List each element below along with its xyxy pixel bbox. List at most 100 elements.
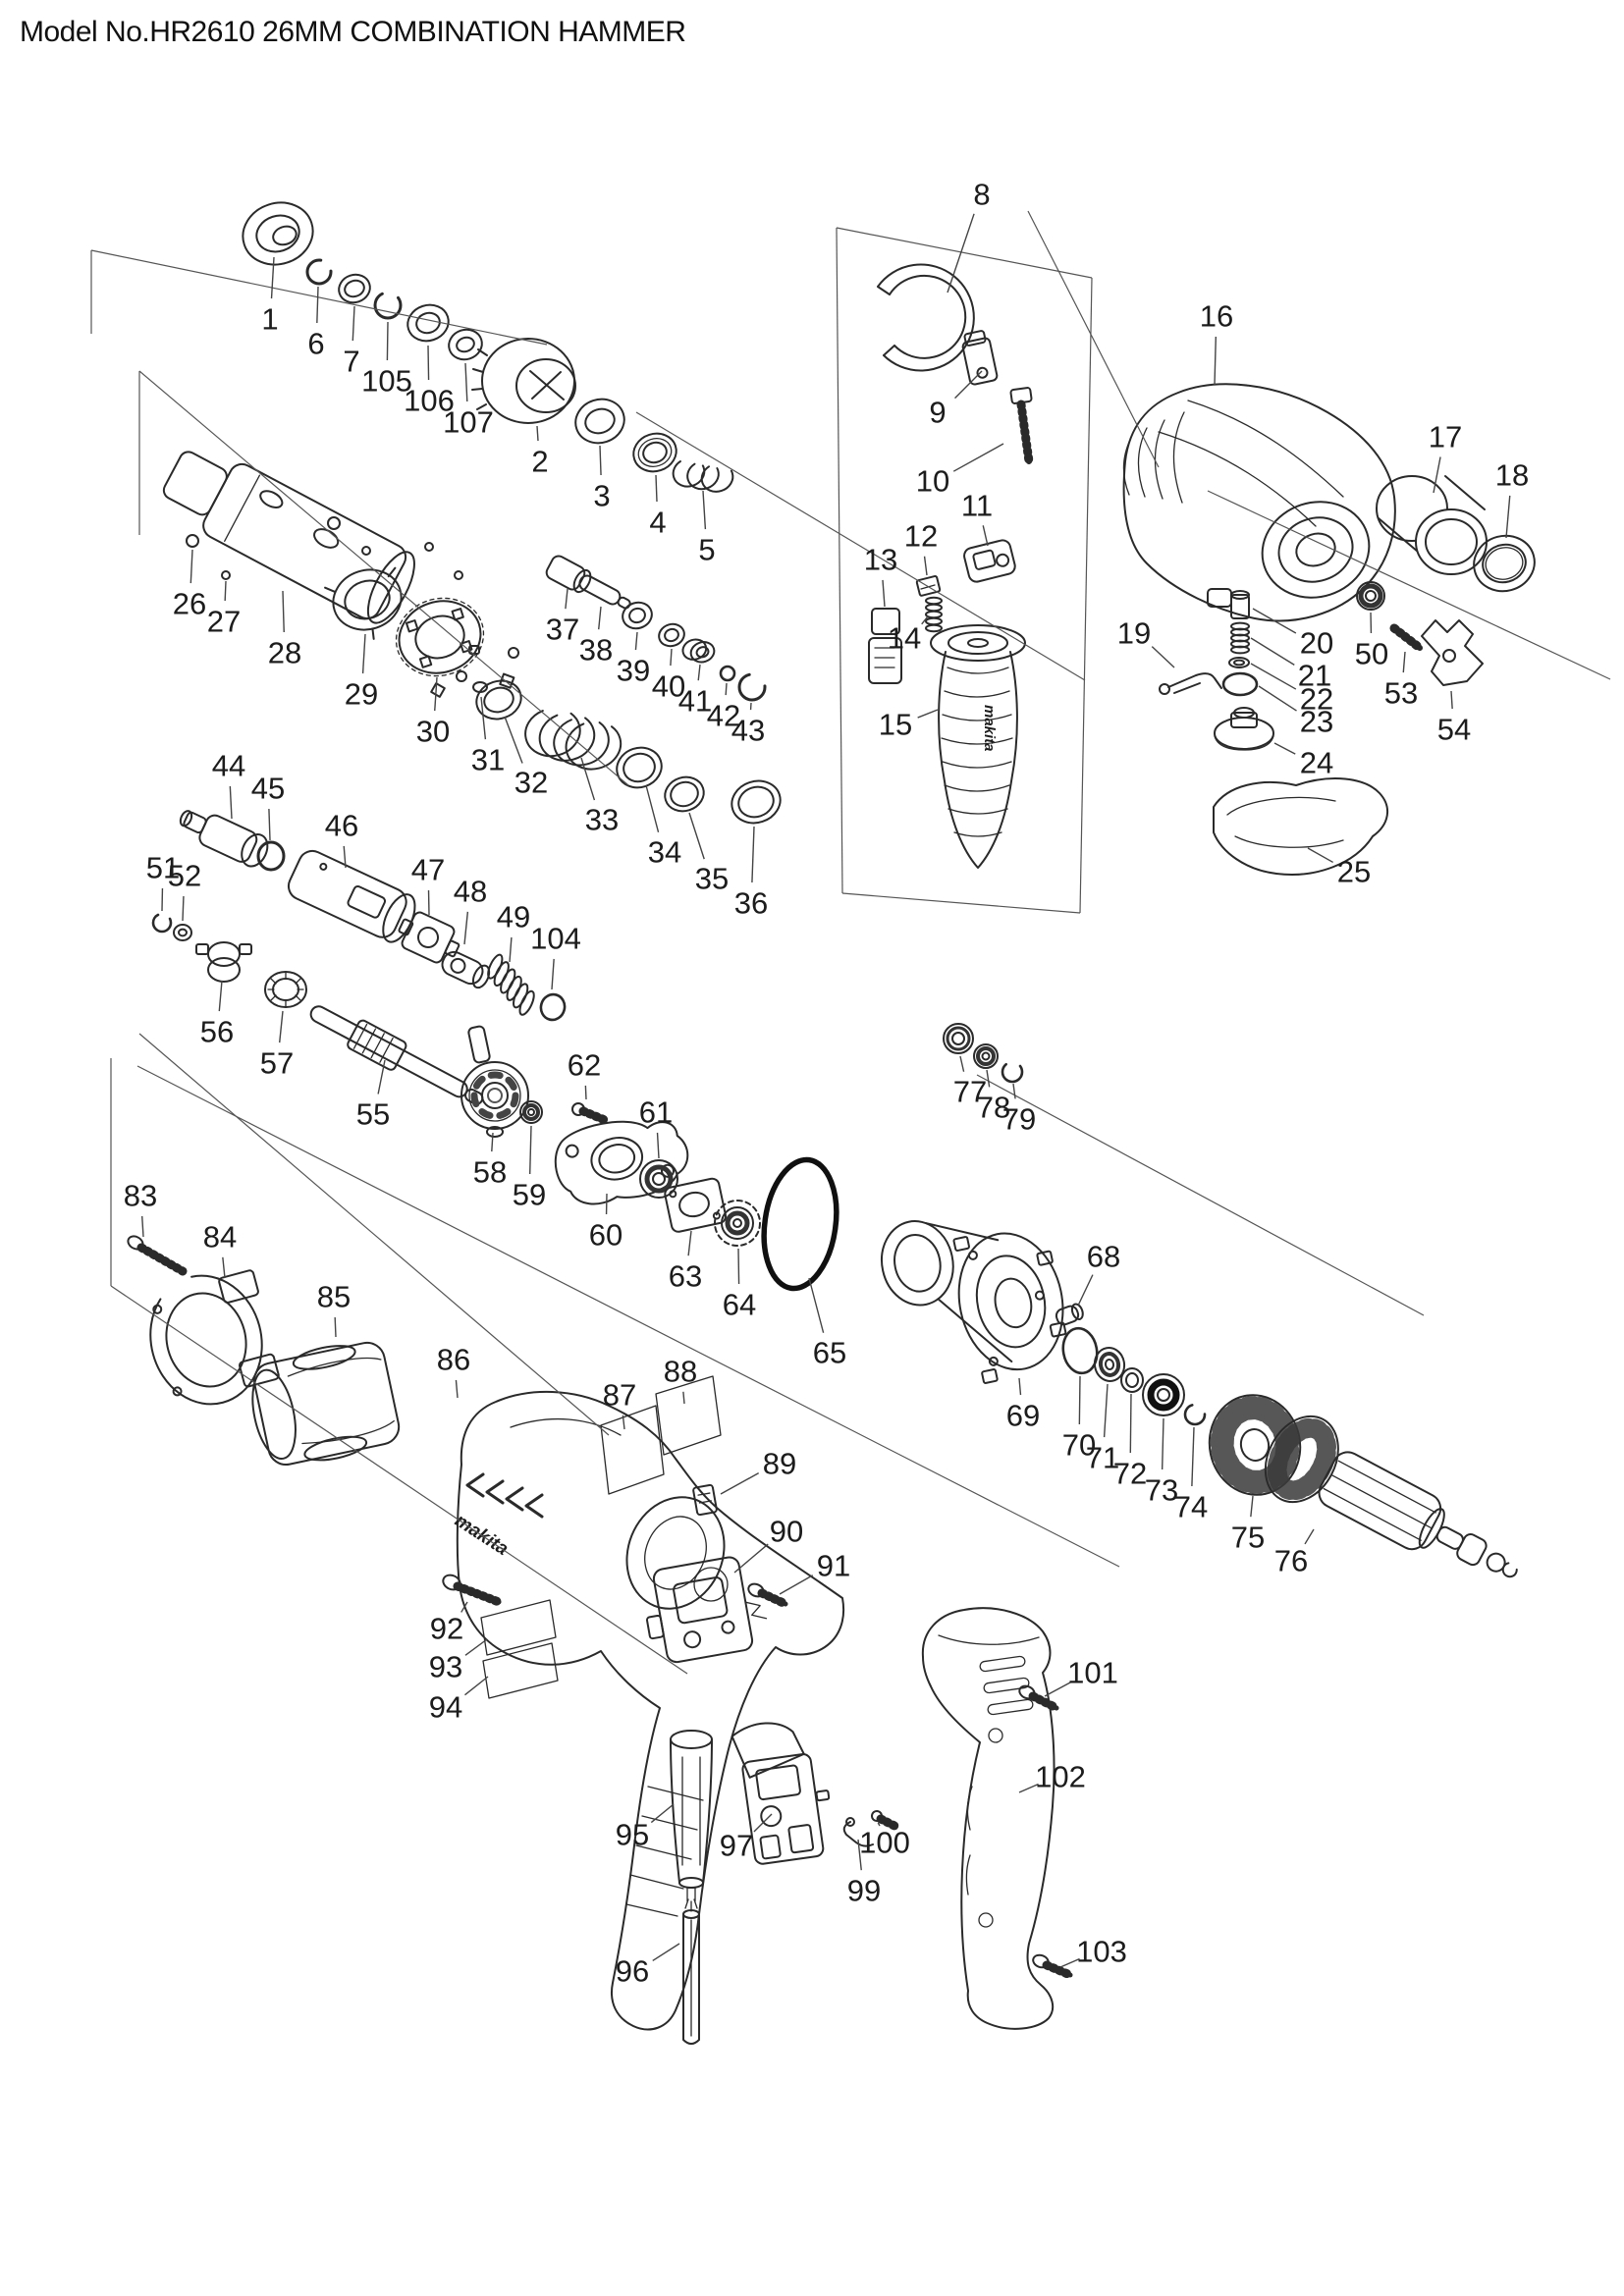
part-art-78 xyxy=(973,1043,999,1069)
page-title: Model No.HR2610 26MM COMBINATION HAMMER xyxy=(20,16,686,48)
leader-line-21 xyxy=(1250,637,1295,666)
part-callout-17: 17 xyxy=(1429,420,1462,494)
part-number-15: 15 xyxy=(879,708,912,742)
part-art-1 xyxy=(242,201,314,266)
part-callout-90: 90 xyxy=(733,1515,803,1574)
part-callout-89: 89 xyxy=(720,1447,796,1495)
boundary-line-13 xyxy=(976,1074,1425,1316)
leader-line-39 xyxy=(634,631,638,651)
part-callout-41: 41 xyxy=(678,664,712,719)
assembly-boundary-lines xyxy=(90,210,1611,1675)
part-art-41 xyxy=(681,638,716,664)
part-number-11: 11 xyxy=(961,489,993,523)
leader-line-31 xyxy=(480,696,487,740)
leader-line-103 xyxy=(1059,1957,1080,1968)
part-number-99: 99 xyxy=(847,1874,881,1908)
leader-line-26 xyxy=(189,549,193,584)
part-art-61 xyxy=(639,1159,678,1199)
part-callout-77: 77 xyxy=(953,1055,987,1109)
leader-line-71 xyxy=(1103,1383,1109,1438)
leader-line-58 xyxy=(491,1132,494,1152)
part-callout-79: 79 xyxy=(1002,1083,1036,1137)
part-art-105 xyxy=(373,291,403,320)
leader-line-42 xyxy=(725,682,728,696)
leader-line-30 xyxy=(434,676,438,712)
part-number-85: 85 xyxy=(317,1280,351,1314)
part-art-44 xyxy=(179,810,269,868)
part-callout-9: 9 xyxy=(929,370,983,430)
part-art-7 xyxy=(338,273,371,304)
leader-line-93 xyxy=(464,1638,488,1656)
part-number-93: 93 xyxy=(429,1650,462,1684)
part-number-84: 84 xyxy=(203,1220,237,1255)
leader-line-94 xyxy=(464,1676,489,1696)
part-art-54 xyxy=(1421,619,1484,686)
part-art-4 xyxy=(632,432,677,473)
leader-line-41 xyxy=(697,664,701,681)
part-number-25: 25 xyxy=(1337,855,1371,889)
part-art-20 xyxy=(1230,590,1250,619)
leader-line-12 xyxy=(923,556,928,576)
leader-line-59 xyxy=(528,1125,532,1175)
part-art-68 xyxy=(1055,1303,1084,1326)
part-number-75: 75 xyxy=(1231,1521,1265,1555)
part-number-17: 17 xyxy=(1429,420,1462,454)
part-number-4: 4 xyxy=(649,506,666,540)
part-art-38 xyxy=(578,574,631,610)
part-number-87: 87 xyxy=(603,1378,636,1413)
leader-line-32 xyxy=(504,716,523,764)
part-number-5: 5 xyxy=(698,533,715,567)
part-art-86: makita xyxy=(451,1390,844,2031)
boundary-line-9 xyxy=(841,892,1081,914)
part-number-62: 62 xyxy=(568,1048,601,1083)
part-callout-99: 99 xyxy=(847,1839,881,1908)
part-number-97: 97 xyxy=(720,1829,753,1863)
leader-line-68 xyxy=(1077,1274,1094,1307)
leader-line-87 xyxy=(622,1415,625,1430)
part-number-107: 107 xyxy=(443,405,494,440)
part-number-64: 64 xyxy=(723,1288,756,1322)
leader-line-49 xyxy=(509,936,513,963)
part-number-41: 41 xyxy=(678,684,712,719)
part-callout-29: 29 xyxy=(345,633,378,712)
part-art-71 xyxy=(1093,1347,1126,1382)
boundary-line-1 xyxy=(90,249,548,346)
part-callout-42: 42 xyxy=(707,682,740,733)
leader-line-55 xyxy=(377,1059,386,1095)
part-callout-59: 59 xyxy=(513,1125,546,1212)
part-callout-49: 49 xyxy=(497,900,530,963)
part-number-12: 12 xyxy=(904,519,938,554)
part-callout-58: 58 xyxy=(473,1132,507,1190)
part-number-8: 8 xyxy=(973,178,990,212)
part-callout-52: 52 xyxy=(168,859,201,922)
part-number-48: 48 xyxy=(454,875,487,909)
part-art-5 xyxy=(672,457,734,493)
diagram-artwork: makita xyxy=(127,201,1536,2045)
part-number-2: 2 xyxy=(531,445,548,479)
boundary-line-6 xyxy=(836,227,1093,279)
leader-line-105 xyxy=(386,321,389,361)
part-callout-32: 32 xyxy=(504,716,548,800)
part-art-40 xyxy=(658,622,685,648)
part-art-27 xyxy=(221,570,231,580)
part-callout-62: 62 xyxy=(568,1048,601,1100)
part-callout-101: 101 xyxy=(1044,1656,1118,1697)
part-number-56: 56 xyxy=(200,1015,234,1049)
part-number-10: 10 xyxy=(916,464,949,499)
leader-line-96 xyxy=(652,1943,680,1962)
part-art-42 xyxy=(719,665,736,682)
part-number-26: 26 xyxy=(173,587,206,621)
part-callout-16: 16 xyxy=(1200,299,1233,386)
part-number-96: 96 xyxy=(616,1954,649,1989)
part-art-52 xyxy=(173,924,192,941)
part-number-32: 32 xyxy=(514,766,548,800)
part-number-57: 57 xyxy=(260,1046,294,1081)
leader-line-15 xyxy=(917,709,939,719)
part-callout-72: 72 xyxy=(1113,1393,1147,1491)
leader-line-24 xyxy=(1273,742,1296,755)
part-art-11 xyxy=(963,539,1016,583)
part-number-89: 89 xyxy=(763,1447,796,1481)
part-art-6 xyxy=(305,258,333,286)
